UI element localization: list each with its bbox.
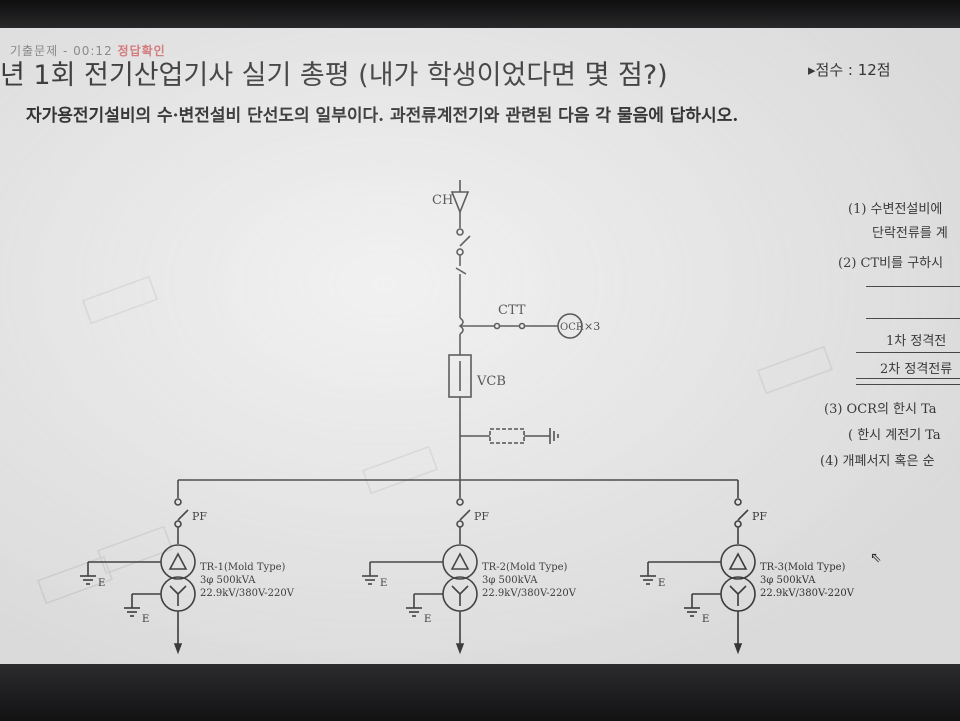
- ocr-label: OCR: [560, 322, 584, 333]
- transformer-name: TR-2(Mold Type): [482, 562, 568, 573]
- subq-2: (2) CT비를 구하시: [838, 256, 944, 271]
- transformer-rating: 3φ 500kVA: [200, 575, 256, 586]
- single-line-diagram: CH CTT OCR ×3 VCB PF TR-1(Mold Type) 3φ 50…: [36, 180, 855, 655]
- score-label: ▸점수 : 12점: [808, 61, 891, 79]
- ocr-count: ×3: [584, 320, 600, 333]
- subq-3-line2: ( 한시 계전기 Ta: [848, 428, 941, 443]
- ghost-tab: 기출문제 - 00:12 정답확인: [10, 42, 166, 59]
- table-line: [856, 378, 960, 379]
- monitor-bezel-top: [0, 0, 960, 30]
- table-row-primary: 1차 정격전: [886, 334, 947, 349]
- watermark: [36, 275, 834, 605]
- ch-label: CH: [432, 193, 453, 208]
- ground-label: E: [98, 578, 105, 589]
- tab-answer-mark: 정답확인: [117, 44, 166, 58]
- question-text: 자가용전기설비의 수·변전설비 단선도의 일부이다. 과전류계전기와 관련된 다…: [26, 106, 739, 126]
- subq-1-line2: 단락전류를 계: [872, 226, 948, 241]
- pf-label: PF: [752, 510, 767, 523]
- table-line: [856, 352, 960, 353]
- subq-1-line1: (1) 수변전설비에: [848, 202, 943, 217]
- ground-label: E: [424, 614, 431, 625]
- transformer-name: TR-1(Mold Type): [200, 562, 286, 573]
- ground-label: E: [380, 578, 387, 589]
- screen: 기출문제 - 00:12 정답확인 년 1회 전기산업기사 실기 총평 (내가 …: [0, 28, 960, 668]
- subq-4: (4) 개폐서지 혹은 순: [820, 454, 935, 469]
- table-row-secondary: 2차 정격전류: [880, 362, 953, 377]
- ground-label: E: [658, 578, 665, 589]
- transformer-rating: 3φ 500kVA: [760, 575, 816, 586]
- table-line: [856, 384, 960, 385]
- mouse-cursor-icon: ⇖: [870, 550, 882, 566]
- answer-line: [866, 286, 960, 287]
- subq-3-line1: (3) OCR의 한시 Ta: [824, 402, 937, 417]
- transformer-voltage: 22.9kV/380V-220V: [200, 588, 295, 599]
- ground-label: E: [702, 614, 709, 625]
- ctt-label: CTT: [498, 303, 526, 318]
- transformer-name: TR-3(Mold Type): [760, 562, 846, 573]
- tab-timer-text: 기출문제 - 00:12: [10, 44, 113, 58]
- monitor-bezel-bottom: [0, 664, 960, 721]
- pf-label: PF: [474, 510, 489, 523]
- ground-label: E: [142, 614, 149, 625]
- transformer-rating: 3φ 500kVA: [482, 575, 538, 586]
- transformer-voltage: 22.9kV/380V-220V: [760, 588, 855, 599]
- answer-line: [866, 318, 960, 319]
- page-title: 년 1회 전기산업기사 실기 총평 (내가 학생이었다면 몇 점?): [0, 60, 668, 91]
- pf-label: PF: [192, 510, 207, 523]
- transformer-voltage: 22.9kV/380V-220V: [482, 588, 577, 599]
- vcb-label: VCB: [476, 374, 506, 389]
